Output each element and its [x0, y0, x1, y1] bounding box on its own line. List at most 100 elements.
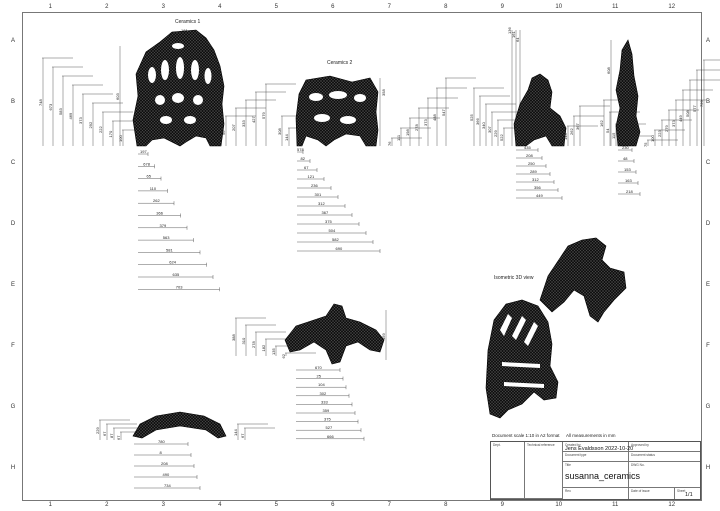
- column-label: 2: [105, 502, 109, 508]
- plan-view-shape: [284, 303, 385, 365]
- dimension-label: 8: [160, 450, 163, 455]
- dimension-label: 358: [381, 89, 386, 96]
- drawing-title: susanna_ceramics: [565, 471, 641, 481]
- iso-view-title: Isometric 3D view: [494, 275, 534, 281]
- row-label: E: [10, 281, 15, 288]
- dimension-label: 459: [381, 333, 386, 340]
- dimension-label: 729: [699, 100, 704, 107]
- doc-status-label: Document status: [631, 453, 655, 457]
- dimension-label: 48: [623, 156, 628, 161]
- right-view-b-shape: [615, 39, 641, 147]
- tech-ref-label: Technical reference: [527, 443, 555, 447]
- dimension-label: 100: [118, 135, 123, 142]
- sheet-value: 1/1: [685, 492, 693, 498]
- dimension-label: 366: [475, 118, 480, 125]
- dimension-label: 198: [405, 129, 410, 136]
- dimension-label: 449: [678, 115, 683, 122]
- dimension-label: 170: [108, 130, 113, 137]
- dimension-label: 197: [140, 149, 147, 154]
- row-label: D: [10, 221, 16, 228]
- dimension-label: 579: [261, 112, 266, 119]
- dimension-label: 136: [507, 27, 512, 34]
- dimension-label: 279: [664, 125, 669, 132]
- sheet-label: Sheet: [677, 489, 686, 493]
- dimension-label: 144: [233, 429, 238, 436]
- column-label: 12: [668, 502, 676, 508]
- dimension-label: 76: [387, 141, 392, 146]
- dimension-label: 340: [481, 122, 486, 129]
- dimension-label: 222: [98, 126, 103, 133]
- dimension-label: 308: [277, 128, 282, 135]
- row-label: C: [10, 160, 16, 167]
- dimension-label: 135: [271, 348, 276, 355]
- dimension-label: 82: [301, 156, 306, 161]
- isometric-view: [485, 237, 627, 419]
- dimension-label: 208: [526, 153, 533, 158]
- row-label: A: [10, 38, 15, 45]
- row-label: G: [10, 403, 16, 410]
- dimension-label: 301: [315, 192, 322, 197]
- side-chair-shape: [295, 75, 379, 147]
- dimension-label: 278: [251, 341, 256, 348]
- dimension-label: 504: [329, 228, 336, 233]
- dimension-label: 278: [414, 124, 419, 131]
- dimension-label: 143: [563, 133, 568, 140]
- dimension-label: 379: [160, 223, 167, 228]
- row-label: B: [10, 99, 15, 106]
- dimension-label: 307: [487, 126, 492, 133]
- dimension-label: 65: [147, 174, 152, 179]
- dimension-label: 115: [611, 132, 616, 139]
- dimension-label: 734: [164, 483, 171, 488]
- dimension-label: 64: [515, 37, 520, 42]
- dimension-label: 312: [318, 201, 325, 206]
- dimension-label: 67: [304, 165, 309, 170]
- front-view-title: Ceramics 1: [175, 19, 201, 25]
- scale-note: Document scale 1:10 in A2 format: [492, 433, 560, 438]
- dimension-label: 603: [115, 93, 120, 100]
- dimension-label: 67: [102, 431, 107, 436]
- column-label: 8: [444, 502, 448, 508]
- dimension-label: 780: [158, 439, 165, 444]
- created-by-label: Created by: [565, 443, 581, 447]
- column-label: 5: [274, 4, 278, 10]
- dept-label: Dept.: [493, 443, 501, 447]
- dimension-label: 67: [116, 435, 121, 440]
- dimension-label: 310: [241, 337, 246, 344]
- dimension-label: 547: [441, 109, 446, 116]
- row-label: F: [11, 342, 15, 349]
- dimension-label: 163: [625, 178, 632, 183]
- dimension-label: 748: [38, 99, 43, 106]
- dimension-label: 388: [231, 334, 236, 341]
- dimension-label: 121: [308, 174, 315, 179]
- dimension-label: 366: [156, 211, 163, 216]
- dimension-label: 582: [332, 237, 339, 242]
- row-label: C: [705, 160, 711, 167]
- dimension-label: 373: [671, 120, 676, 127]
- dimension-label: 703: [176, 284, 183, 289]
- column-label: 10: [555, 502, 563, 508]
- column-label: 10: [555, 4, 563, 10]
- dimension-label: 690: [336, 246, 343, 251]
- row-label: B: [705, 99, 710, 106]
- dimension-label: 490: [163, 472, 170, 477]
- dimension-label: 608: [606, 67, 611, 74]
- dimension-label: 367: [322, 210, 329, 215]
- title-label: Title: [565, 463, 571, 467]
- column-label: 12: [668, 4, 676, 10]
- column-label: 3: [161, 502, 165, 508]
- dimension-label: 624: [169, 260, 176, 265]
- dimension-label: 161: [511, 31, 516, 38]
- dimension-label: 54: [605, 128, 610, 133]
- dimension-label: 302: [320, 391, 327, 396]
- dimension-label: 218: [626, 189, 633, 194]
- dimension-label: 449: [536, 193, 543, 198]
- dimension-label: 373: [78, 117, 83, 124]
- dimension-label: 488: [432, 114, 437, 121]
- column-label: 5: [274, 502, 278, 508]
- dimension-label: 670: [315, 365, 322, 370]
- dimension-label: 67: [240, 433, 245, 438]
